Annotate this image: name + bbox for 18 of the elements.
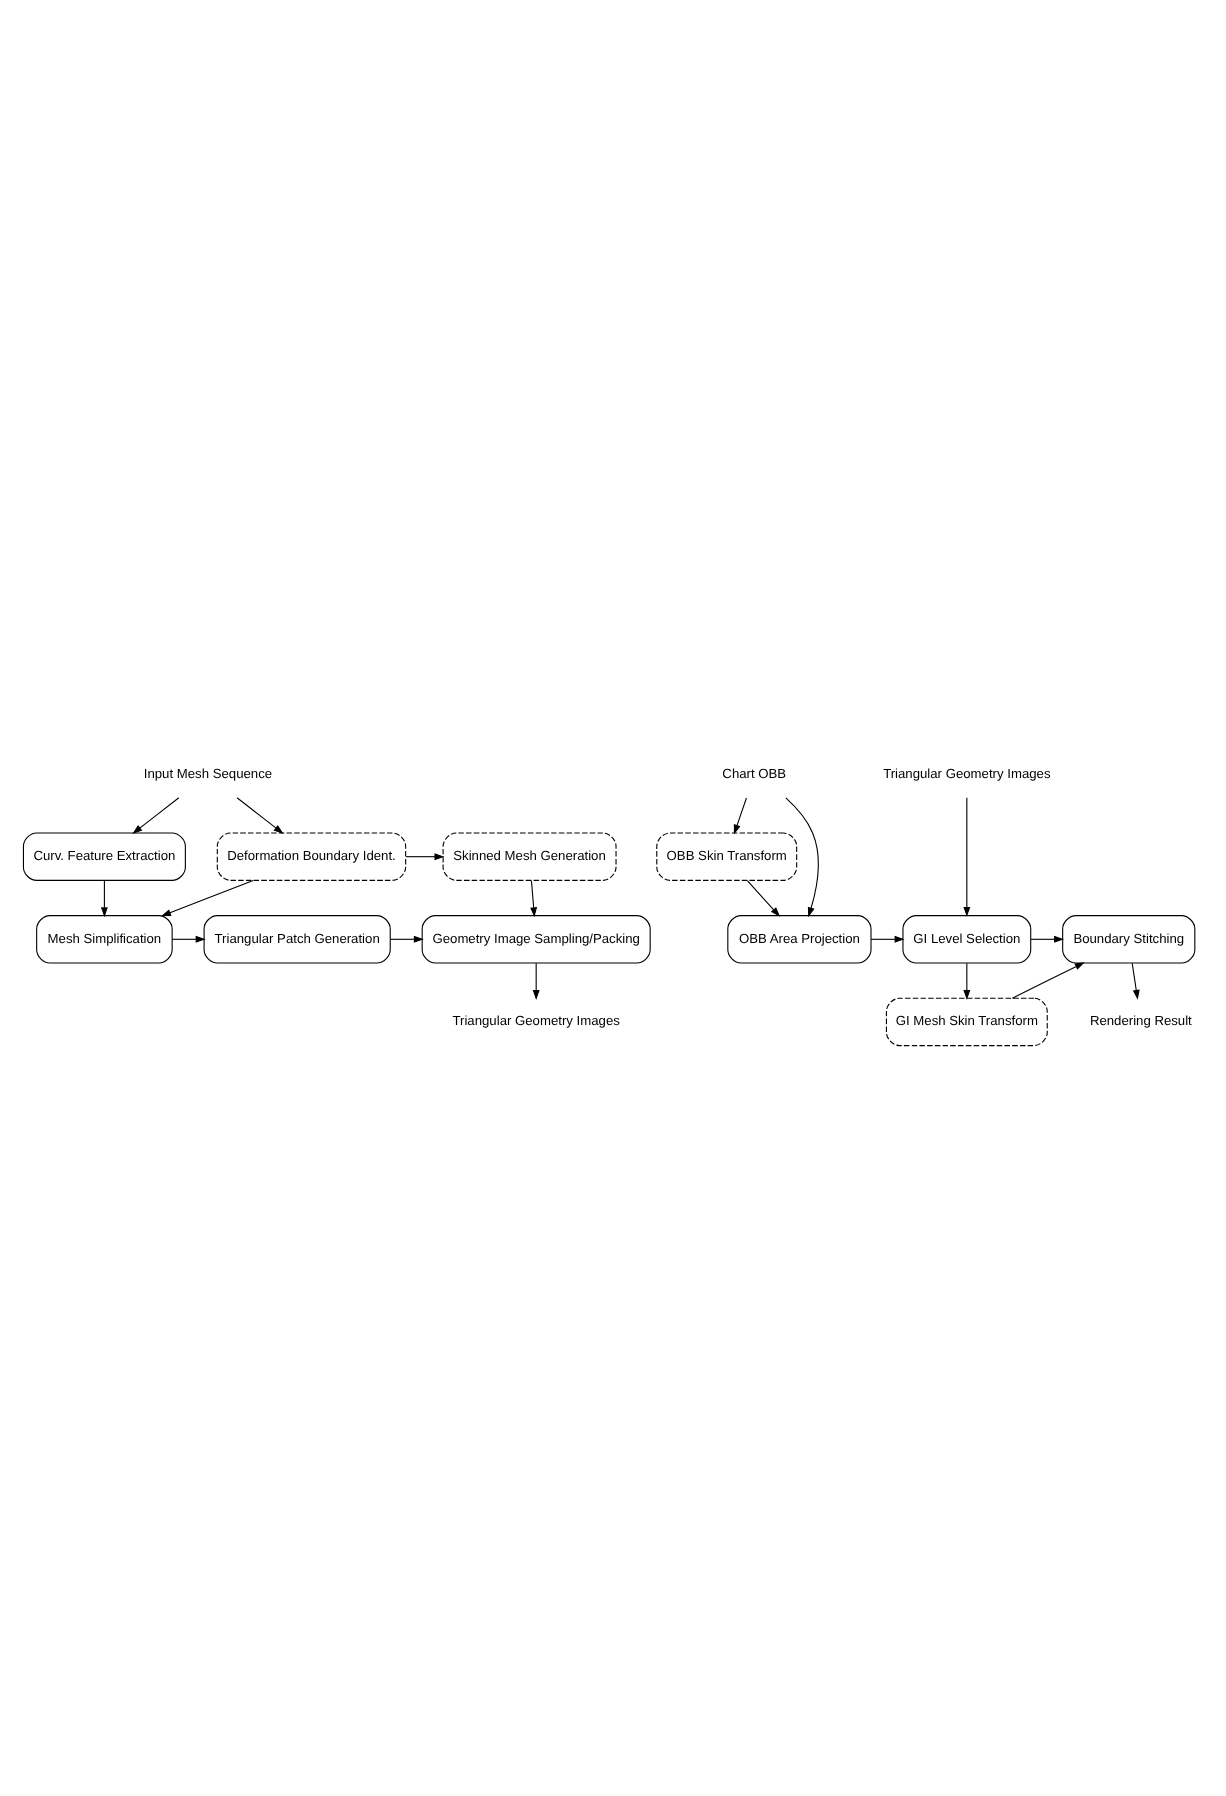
arrow xyxy=(100,880,108,918)
arrow xyxy=(785,797,819,918)
arrow xyxy=(161,879,254,917)
arrow xyxy=(405,853,445,861)
arrow xyxy=(530,880,538,918)
arrow xyxy=(132,797,180,834)
arrow xyxy=(870,935,905,943)
arrow xyxy=(389,935,424,943)
arrow xyxy=(1131,962,1140,1000)
arrow xyxy=(171,935,206,943)
arrow xyxy=(532,962,540,1000)
arrow xyxy=(236,797,284,834)
arrow xyxy=(733,797,747,835)
arrow xyxy=(1030,935,1064,943)
arrow xyxy=(1011,962,1085,999)
arrow xyxy=(963,962,971,1000)
arrow xyxy=(746,880,781,917)
arrow xyxy=(963,797,971,917)
